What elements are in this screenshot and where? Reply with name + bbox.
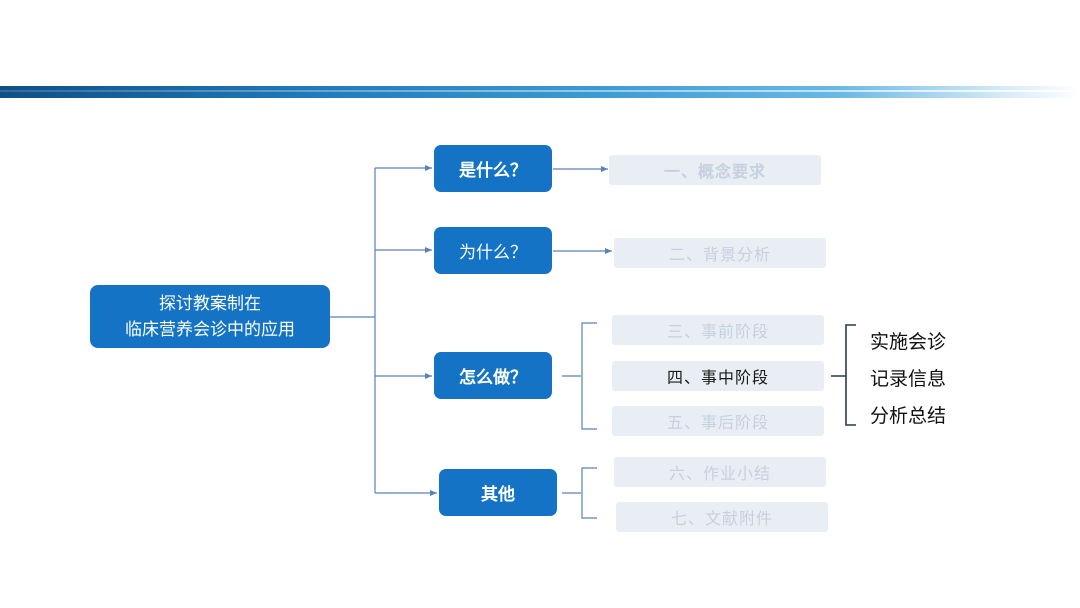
topic-during: 四、事中阶段 xyxy=(612,361,824,391)
topic-references: 七、文献附件 xyxy=(616,502,828,532)
sub-item-analyze: 分析总结 xyxy=(870,405,947,427)
topic-concept: 一、概念要求 xyxy=(609,155,821,185)
topic-before: 三、事前阶段 xyxy=(612,315,824,345)
question-node-why: 为什么？ xyxy=(434,227,552,274)
topic-after: 五、事后阶段 xyxy=(612,406,824,436)
topic-background: 二、背景分析 xyxy=(614,238,826,268)
root-title-line2: 临床营养会诊中的应用 xyxy=(125,319,295,340)
root-title-line1: 探讨教案制在 xyxy=(159,293,261,314)
question-node-how: 怎么做？ xyxy=(434,352,552,399)
header-gradient-band xyxy=(0,86,1080,98)
bracket-q4 xyxy=(562,467,597,519)
sub-item-consult: 实施会诊 xyxy=(870,331,947,353)
root-node: 探讨教案制在 临床营养会诊中的应用 xyxy=(90,285,330,348)
bracket-sub xyxy=(831,324,856,426)
sub-item-record: 记录信息 xyxy=(870,368,947,390)
question-node-other: 其他 xyxy=(439,469,557,516)
topic-summary: 六、作业小结 xyxy=(614,457,826,487)
bracket-q3 xyxy=(562,322,597,430)
question-node-what: 是什么？ xyxy=(434,145,552,192)
